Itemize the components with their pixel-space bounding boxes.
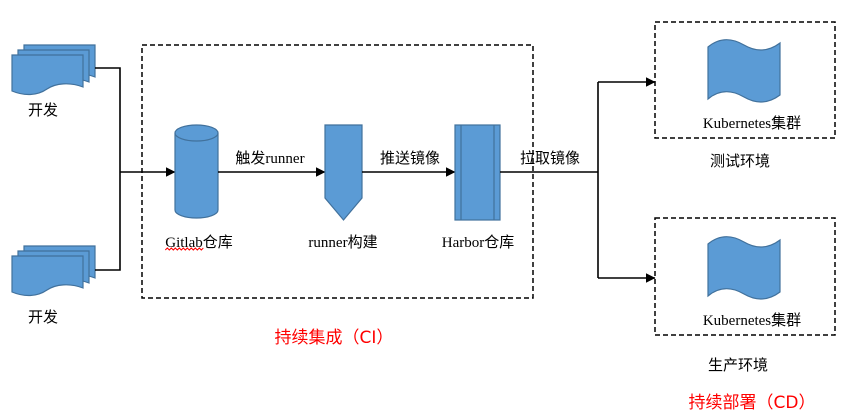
runner-label: runner构建 [308,234,377,251]
cd-stage-title: 持续部署（CD） [689,393,816,413]
punched-tape-icon [707,236,781,300]
prod-cluster-node [707,236,781,300]
gitlab-repo-node [174,124,219,219]
predefined-process-icon [454,124,501,221]
multi-document-icon [11,44,96,96]
harbor-repo-node [454,124,501,221]
developer-1-label: 开发 [28,102,58,119]
developer-2-label: 开发 [28,309,58,326]
ci-stage-title: 持续集成（CI） [275,328,394,348]
edge-developer-1-merge [95,67,121,172]
prod-cluster-label: Kubernetes集群 [703,312,801,329]
harbor-label: Harbor仓库 [442,234,514,251]
prod-env-label: 生产环境 [708,356,768,374]
edge-pull-label: 拉取镜像 [520,149,580,167]
test-env-label: 测试环境 [710,152,770,170]
spellcheck-underline [164,247,204,251]
gitlab-label: Gitlab仓库 [165,234,233,251]
test-cluster-label: Kubernetes集群 [703,115,801,132]
edge-push-label: 推送镜像 [380,149,440,167]
developer-1-node [11,44,96,96]
test-env-boundary [654,21,836,139]
punched-tape-icon [707,39,781,103]
test-cluster-node [707,39,781,103]
off-page-connector-icon [324,124,363,221]
runner-build-node [324,124,363,221]
developer-2-node [11,245,96,297]
multi-document-icon [11,245,96,297]
edge-trigger-label: 触发runner [235,150,304,167]
prod-env-boundary [654,217,836,336]
cylinder-icon [174,124,219,219]
edge-developer-2-merge [95,172,121,271]
ci-boundary [141,44,534,299]
